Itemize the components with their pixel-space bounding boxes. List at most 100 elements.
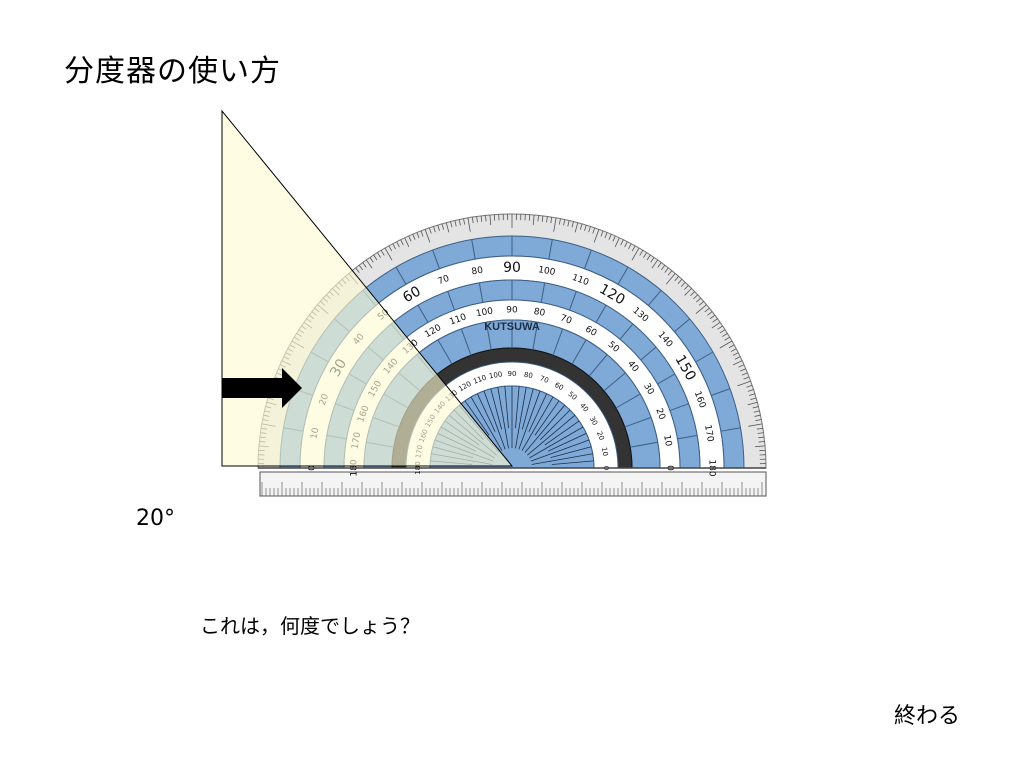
- set-square: [221, 109, 514, 467]
- center-spoke: [515, 386, 520, 429]
- rim-tick: [643, 252, 647, 258]
- end-button[interactable]: 終わる: [894, 698, 960, 730]
- rim-tick: [631, 247, 640, 261]
- band-divider: [552, 328, 564, 356]
- rim-tick: [441, 223, 445, 230]
- rim-tick: [749, 393, 756, 396]
- rim-tick: [532, 214, 535, 225]
- rim-tick: [624, 241, 628, 248]
- center-spoke: [527, 414, 576, 456]
- center-spoke: [530, 439, 590, 462]
- rim-tick: [631, 245, 636, 252]
- rim-tick: [728, 344, 735, 349]
- rim-tick: [683, 285, 689, 290]
- band-divider: [540, 282, 546, 303]
- rim-tick: [612, 235, 616, 242]
- rim-tick: [404, 237, 410, 248]
- rim-tick: [604, 232, 608, 239]
- rim-tick: [476, 216, 478, 223]
- rim-tick: [712, 318, 718, 323]
- rim-tick: [380, 250, 385, 256]
- rim-tick: [650, 257, 655, 263]
- center-spoke: [518, 390, 541, 450]
- outer-scale-label: 60: [400, 283, 423, 306]
- band-divider: [657, 373, 676, 385]
- rim-tick: [365, 259, 373, 269]
- small-scale-label: 70: [539, 374, 550, 385]
- rim-tick: [730, 348, 737, 352]
- rim-tick: [743, 376, 750, 380]
- band-divider: [568, 291, 577, 311]
- pointer-arrow: [222, 368, 302, 408]
- center-spoke: [531, 453, 593, 465]
- rim-tick: [753, 410, 760, 413]
- band-divider: [485, 322, 492, 350]
- rim-tick: [758, 436, 765, 439]
- ruler-ticks: [261, 482, 763, 496]
- outer-scale-label: 80: [471, 266, 484, 278]
- small-scale-label: 60: [553, 381, 565, 392]
- rim-tick: [719, 329, 726, 334]
- rim-tick: [437, 224, 440, 231]
- outer-scale-label: 100: [537, 265, 556, 278]
- question-text: これは，何度でしょう？: [200, 614, 420, 638]
- rim-tick: [392, 243, 396, 250]
- rim-tick: [755, 445, 766, 448]
- rim-tick: [696, 297, 702, 303]
- center-spoke: [476, 393, 496, 432]
- rim-tick: [707, 311, 713, 316]
- small-scale-label: 40: [578, 402, 590, 414]
- rim-tick: [690, 291, 695, 297]
- rim-tick: [732, 360, 743, 366]
- rim-tick: [593, 229, 600, 243]
- rim-tick: [480, 215, 483, 222]
- rim-tick: [546, 216, 548, 223]
- center-spoke: [544, 420, 580, 446]
- rim-tick: [717, 325, 723, 330]
- rim-tick: [433, 226, 436, 233]
- band-divider: [478, 282, 484, 303]
- rim-tick: [471, 217, 474, 224]
- rim-tick: [369, 257, 374, 263]
- small-scale-label: 80: [523, 371, 533, 380]
- rim-tick: [412, 234, 416, 240]
- rim-tick: [541, 215, 544, 222]
- band-divider: [548, 239, 553, 260]
- rim-tick: [567, 220, 570, 227]
- rim-tick: [698, 301, 704, 306]
- inner-scale-label: 100: [475, 306, 494, 319]
- band-divider: [674, 318, 691, 333]
- rim-tick: [537, 215, 539, 222]
- rim-tick: [592, 227, 596, 234]
- rim-tick: [664, 267, 669, 273]
- band-divider: [447, 291, 456, 311]
- rim-tick: [732, 352, 739, 356]
- small-scale-label: 30: [588, 415, 599, 427]
- rim-tick: [454, 220, 457, 227]
- rim-tick: [684, 288, 692, 296]
- center-spoke: [521, 388, 534, 430]
- small-scale-label: 90: [508, 370, 517, 378]
- band-divider: [584, 249, 592, 269]
- band-divider: [617, 266, 629, 285]
- rim-tick: [755, 419, 762, 422]
- rim-tick: [657, 262, 662, 268]
- rim-tick: [639, 250, 644, 256]
- rim-tick: [579, 223, 583, 230]
- band-divider: [532, 322, 539, 350]
- small-scale-label: 50: [566, 390, 578, 402]
- rim-tick: [628, 243, 632, 250]
- rim-tick: [747, 389, 754, 392]
- rim-tick: [373, 254, 378, 261]
- center-spoke: [515, 387, 527, 449]
- band-divider: [624, 416, 652, 428]
- rim-tick: [400, 239, 404, 246]
- rim-tick: [667, 270, 673, 276]
- band-divider: [395, 266, 407, 285]
- rim-tick: [384, 247, 393, 261]
- rim-tick: [355, 267, 360, 273]
- rim-tick: [758, 441, 765, 443]
- rim-tick: [734, 356, 741, 360]
- rim-tick: [660, 264, 666, 271]
- rim-tick: [674, 276, 679, 282]
